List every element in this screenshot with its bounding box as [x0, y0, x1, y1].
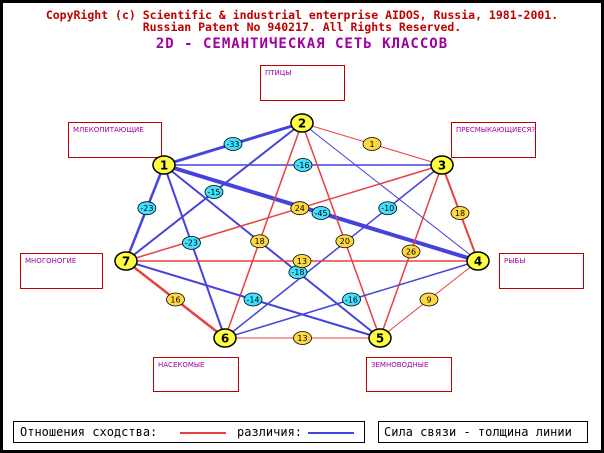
svg-text:20: 20 — [340, 237, 350, 246]
svg-text:-33: -33 — [226, 140, 239, 149]
svg-text:13: 13 — [297, 334, 307, 343]
class-label: ПТИЦЫ — [265, 69, 292, 77]
svg-text:3: 3 — [438, 159, 446, 173]
edge-3-6 — [224, 164, 443, 339]
edge-weight-label: 26 — [401, 244, 421, 259]
legend-difference-line — [308, 432, 354, 434]
class-box-4[interactable]: РЫБЫ — [499, 253, 584, 289]
class-label: ЗЕМНОВОДНЫЕ — [371, 361, 429, 369]
class-node-6[interactable]: 6 — [213, 328, 237, 348]
svg-text:18: 18 — [455, 209, 465, 218]
class-box-5[interactable]: ЗЕМНОВОДНЫЕ — [366, 357, 452, 392]
edge-weight-label: 9 — [419, 292, 439, 307]
svg-text:7: 7 — [122, 255, 130, 269]
svg-text:13: 13 — [297, 257, 307, 266]
legend-difference-label: различия: — [237, 425, 303, 439]
class-node-4[interactable]: 4 — [466, 251, 490, 271]
edge-weight-label: -16 — [342, 292, 361, 307]
edge-2-5 — [301, 122, 381, 339]
edge-weight-label: 18 — [450, 206, 470, 220]
legend-strength: Сила связи - толщина линии — [378, 421, 588, 443]
edge-weight-label: -33 — [223, 137, 243, 151]
svg-text:-23: -23 — [140, 204, 153, 213]
svg-text:-15: -15 — [207, 188, 220, 197]
svg-text:24: 24 — [295, 204, 305, 213]
legend-relations: Отношения сходства: различия: — [13, 421, 365, 443]
legend-strength-label: Сила связи - толщина линии — [384, 425, 572, 439]
class-box-6[interactable]: НАСЕКОМЫЕ — [153, 357, 239, 392]
copyright-line: CopyRight (c) Scientific & industrial en… — [45, 8, 559, 22]
svg-text:-45: -45 — [314, 209, 327, 218]
svg-text:2: 2 — [298, 117, 306, 131]
edge-weight-label: -15 — [204, 185, 224, 199]
svg-text:-14: -14 — [246, 295, 259, 304]
svg-text:18: 18 — [255, 237, 265, 246]
class-label: ПРЕСМЫКАЮЩИЕСЯ? — [456, 126, 536, 134]
svg-text:1: 1 — [369, 140, 374, 149]
class-label: НАСЕКОМЫЕ — [158, 361, 205, 369]
edge-weight-label: 20 — [335, 234, 355, 249]
edge-weight-label: -14 — [243, 292, 263, 307]
patent-line: Russian Patent No 940217. All Rights Res… — [142, 20, 462, 34]
edge-weight-label: -23 — [137, 201, 157, 216]
legend-similarity-line — [180, 432, 226, 434]
svg-text:26: 26 — [406, 247, 416, 256]
class-label: МНОГОНОГИЕ — [25, 257, 77, 265]
edge-weight-label: 13 — [292, 254, 312, 268]
class-box-1[interactable]: МЛЕКОПИТАЮЩИЕ — [68, 122, 162, 158]
class-node-2[interactable]: 2 — [290, 113, 314, 133]
svg-text:1: 1 — [160, 159, 168, 173]
svg-text:-16: -16 — [345, 295, 358, 304]
edge-weight-label: 1 — [362, 137, 382, 151]
edge-weight-label: -16 — [293, 158, 313, 172]
edge-weight-label: 13 — [293, 331, 312, 345]
class-box-3[interactable]: ПРЕСМЫКАЮЩИЕСЯ? — [451, 122, 536, 158]
edge-weight-label: 16 — [166, 292, 185, 307]
legend-similarity-label: Отношения сходства: — [20, 425, 158, 439]
svg-text:-10: -10 — [381, 204, 394, 213]
class-label: МЛЕКОПИТАЮЩИЕ — [73, 126, 144, 134]
edge-weight-label: 24 — [290, 201, 310, 216]
edge-weight-label: -23 — [182, 235, 201, 250]
edge-weight-label: -45 — [311, 206, 331, 220]
svg-text:-23: -23 — [185, 239, 198, 248]
class-node-3[interactable]: 3 — [430, 155, 454, 175]
edge-2-4 — [301, 122, 479, 262]
edge-weight-label: 18 — [250, 234, 270, 249]
edge-2-6 — [224, 122, 303, 339]
svg-text:-18: -18 — [291, 268, 304, 277]
class-node-7[interactable]: 7 — [114, 251, 138, 271]
edge-weight-label: -10 — [378, 201, 398, 216]
edge-1-5 — [163, 164, 381, 339]
class-node-5[interactable]: 5 — [368, 328, 392, 348]
class-box-2[interactable]: ПТИЦЫ — [260, 65, 345, 101]
class-label: РЫБЫ — [504, 257, 526, 265]
svg-text:16: 16 — [170, 295, 180, 304]
svg-text:5: 5 — [376, 332, 384, 346]
svg-text:6: 6 — [221, 332, 229, 346]
page-title: 2D - СЕМАНТИЧЕСКАЯ СЕТЬ КЛАССОВ — [155, 36, 449, 52]
svg-text:9: 9 — [426, 295, 431, 304]
edge-3-7 — [125, 164, 443, 262]
class-box-7[interactable]: МНОГОНОГИЕ — [20, 253, 103, 289]
class-node-1[interactable]: 1 — [152, 155, 176, 175]
svg-text:-16: -16 — [296, 161, 309, 170]
svg-text:4: 4 — [474, 255, 482, 269]
edge-1-6 — [163, 164, 226, 339]
